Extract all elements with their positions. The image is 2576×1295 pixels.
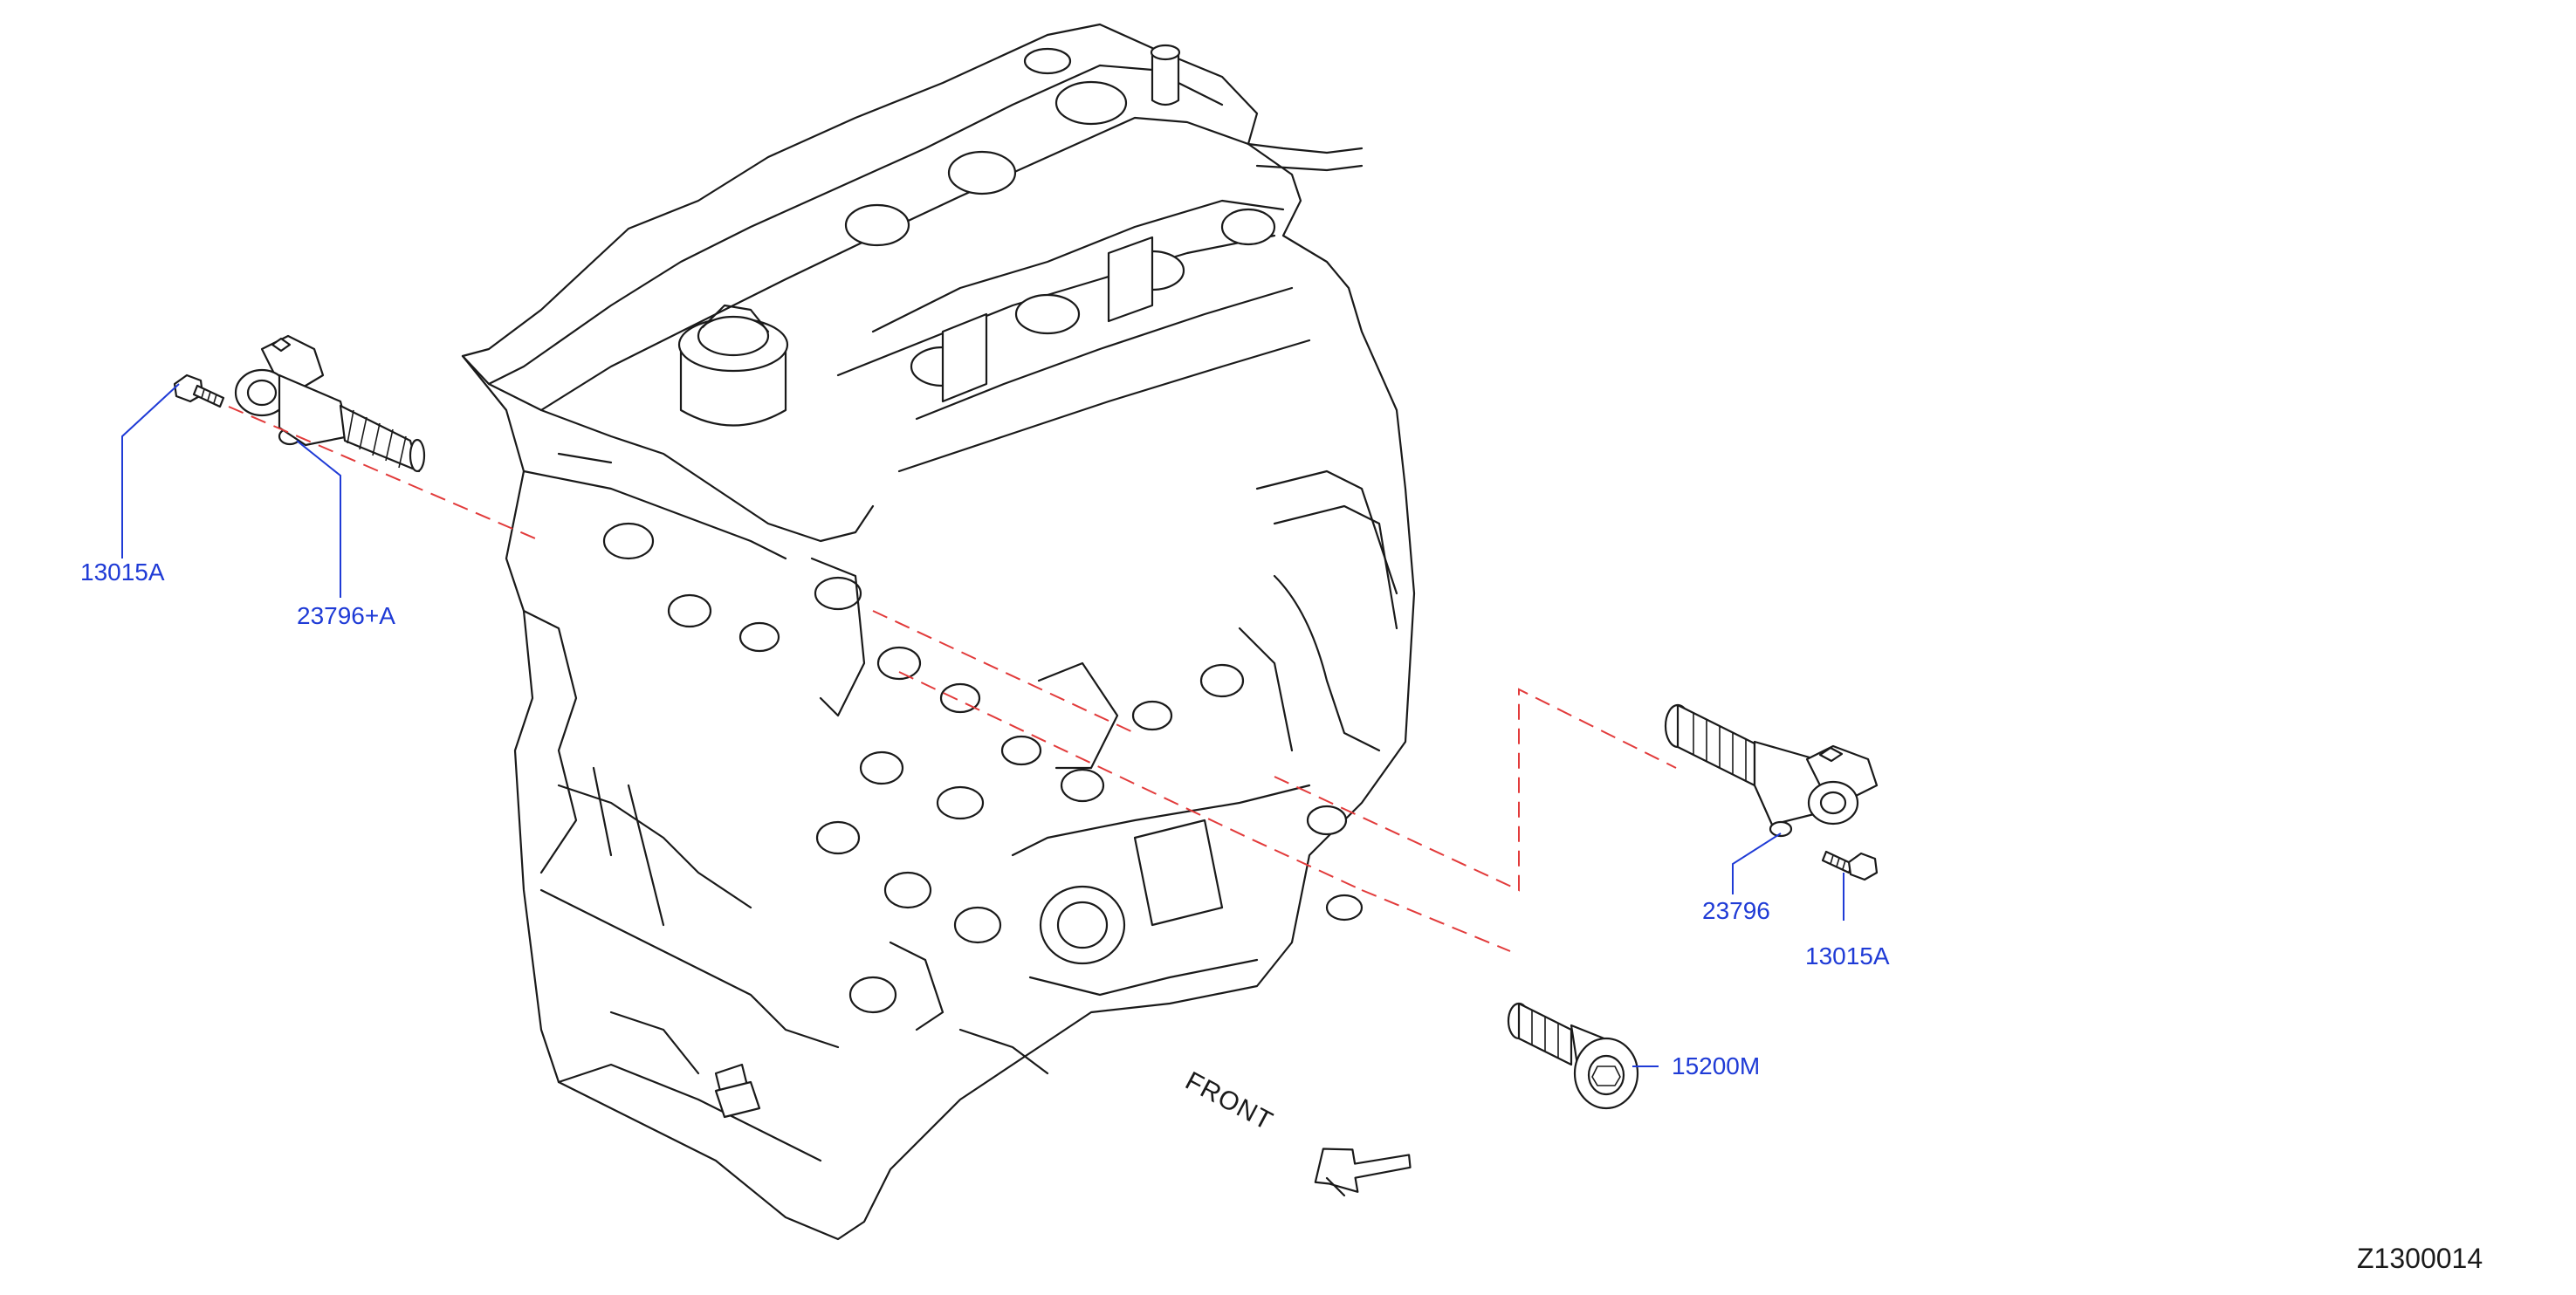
engine-assembly-icon <box>461 23 1416 1241</box>
bolt-icon <box>1821 850 1879 881</box>
valve-timing-solenoid-icon <box>1664 703 1879 838</box>
bolt-icon <box>173 373 225 408</box>
callout-13015a-left[interactable]: 13015A <box>80 558 165 586</box>
callout-13015a-right[interactable]: 13015A <box>1805 942 1890 970</box>
assembly-guide-lines <box>228 406 1677 952</box>
front-arrow-icon <box>1314 1148 1412 1197</box>
valve-timing-solenoid-icon <box>234 334 426 473</box>
callout-15200m[interactable]: 15200M <box>1672 1052 1761 1079</box>
oil-filter-plug-icon <box>1507 1002 1639 1110</box>
callout-23796a[interactable]: 23796+A <box>297 602 395 629</box>
diagram-id-label: Z1300014 <box>2357 1243 2483 1274</box>
callout-23796[interactable]: 23796 <box>1702 897 1770 924</box>
callout-leaders <box>121 383 1844 1067</box>
